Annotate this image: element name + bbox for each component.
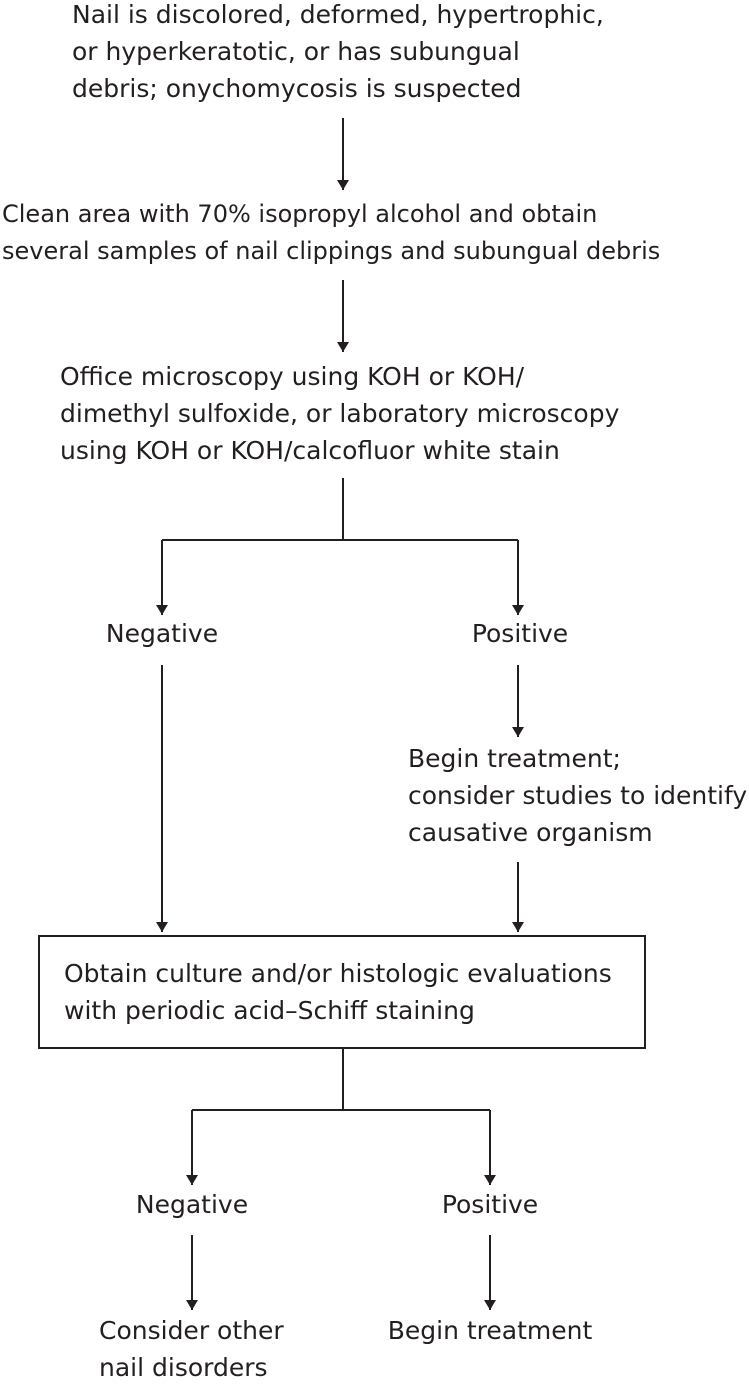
- node-micro-positive: Positive: [471, 619, 569, 648]
- node-begin-treatment-1-line: consider studies to identify: [408, 781, 748, 810]
- node-begin-treatment-1: Begin treatment; consider studies to ide…: [408, 740, 747, 851]
- node-consider-other: Consider other nail disorders: [99, 1312, 284, 1386]
- node-culture-line: with periodic acid–Schiff staining: [64, 996, 475, 1025]
- node-culture-negative: Negative: [135, 1190, 249, 1219]
- connector-culture-split: [192, 1049, 490, 1111]
- node-culture-positive: Positive: [441, 1190, 539, 1219]
- node-microscopy-line: using KOH or KOH/calcofluor white stain: [60, 436, 560, 465]
- node-sample: Clean area with 70% isopropyl alcohol an…: [2, 196, 660, 270]
- node-suspect: Nail is discolored, deformed, hypertroph…: [72, 0, 604, 107]
- node-suspect-line: debris; onychomycosis is suspected: [72, 74, 522, 103]
- node-begin-treatment-1-line: causative organism: [408, 818, 653, 847]
- node-consider-other-line: Consider other: [99, 1316, 284, 1345]
- node-sample-line: several samples of nail clippings and su…: [2, 237, 661, 265]
- node-microscopy-line: dimethyl sulfoxide, or laboratory micros…: [60, 399, 620, 428]
- node-culture-line: Obtain culture and/or histologic evaluat…: [64, 959, 612, 988]
- node-consider-other-line: nail disorders: [99, 1353, 268, 1382]
- node-suspect-line: or hyperkeratotic, or has subungual: [72, 37, 520, 66]
- node-begin-treatment-1-line: Begin treatment;: [408, 744, 621, 773]
- node-microscopy: Office microscopy using KOH or KOH/ dime…: [60, 358, 619, 469]
- node-culture-box: Obtain culture and/or histologic evaluat…: [38, 935, 646, 1049]
- connector-microscopy-split: [162, 478, 518, 541]
- node-micro-negative: Negative: [105, 619, 219, 648]
- node-microscopy-line: Office microscopy using KOH or KOH/: [60, 362, 525, 391]
- node-begin-treatment-2: Begin treatment: [387, 1316, 593, 1345]
- node-sample-line: Clean area with 70% isopropyl alcohol an…: [2, 200, 598, 228]
- node-culture: Obtain culture and/or histologic evaluat…: [64, 955, 612, 1029]
- node-suspect-line: Nail is discolored, deformed, hypertroph…: [72, 0, 604, 29]
